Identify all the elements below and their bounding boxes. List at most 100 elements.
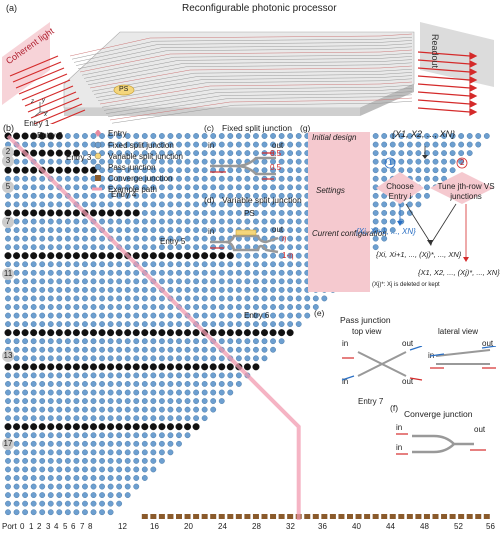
junction-node xyxy=(56,457,63,464)
junction-node xyxy=(167,150,174,156)
initial-design-label: Initial design xyxy=(312,133,357,142)
junction-node xyxy=(167,269,174,276)
junction-node xyxy=(133,338,140,345)
junction-node xyxy=(253,304,259,310)
junction-node xyxy=(22,389,28,396)
junction-node xyxy=(47,466,54,473)
junction-node xyxy=(261,346,268,353)
junction-node xyxy=(261,321,268,328)
junction-node xyxy=(193,192,200,199)
junction-node xyxy=(141,244,148,251)
junction-node xyxy=(47,286,54,293)
junction-node xyxy=(466,133,473,139)
junction-node xyxy=(22,355,28,362)
converge-junction-mark xyxy=(210,514,217,519)
junction-node xyxy=(107,500,114,507)
junction-node xyxy=(55,252,63,260)
junction-node xyxy=(73,312,80,319)
junction-node xyxy=(295,184,302,191)
junction-node xyxy=(269,329,277,337)
junction-node xyxy=(218,372,225,379)
junction-node xyxy=(227,201,234,208)
junction-node xyxy=(133,312,140,319)
junction-node xyxy=(167,192,174,199)
junction-node xyxy=(167,261,174,268)
junction-node xyxy=(90,440,97,447)
junction-node xyxy=(56,261,63,268)
junction-node xyxy=(287,201,294,208)
junction-node xyxy=(116,269,123,276)
junction-node xyxy=(184,278,191,285)
junction-node xyxy=(149,252,157,260)
panel-e-in-top-2: in xyxy=(342,377,349,386)
junction-node xyxy=(13,466,20,473)
junction-node xyxy=(227,167,234,174)
junction-node xyxy=(116,192,123,199)
port-number: 24 xyxy=(218,522,227,531)
junction-node xyxy=(176,440,182,447)
junction-node xyxy=(166,329,174,337)
junction-node xyxy=(227,295,234,302)
junction-node xyxy=(39,261,46,268)
junction-node xyxy=(184,158,191,165)
panel-d-in: in xyxy=(208,227,215,236)
junction-node xyxy=(22,483,28,490)
junction-node xyxy=(64,278,71,285)
junction-node xyxy=(158,363,166,371)
junction-node xyxy=(107,295,114,302)
junction-node xyxy=(22,158,28,165)
junction-node xyxy=(22,321,28,328)
converge-junction-mark xyxy=(252,514,259,519)
junction-node xyxy=(210,372,217,379)
junction-node xyxy=(30,141,37,148)
junction-node xyxy=(381,201,388,208)
junction-node xyxy=(201,321,208,328)
junction-node xyxy=(107,269,114,276)
junction-node xyxy=(158,210,165,216)
junction-node xyxy=(158,244,165,251)
junction-node xyxy=(295,261,302,268)
junction-node xyxy=(253,201,259,208)
junction-node xyxy=(107,227,114,233)
junction-node xyxy=(201,252,209,260)
junction-node xyxy=(82,500,88,507)
port-number: 6 xyxy=(71,522,76,531)
junction-node xyxy=(30,338,37,345)
junction-node xyxy=(372,158,379,165)
junction-node xyxy=(158,133,165,139)
junction-node xyxy=(133,218,140,225)
junction-node xyxy=(39,457,46,464)
junction-node xyxy=(89,252,97,260)
junction-node xyxy=(227,312,234,319)
junction-node xyxy=(287,141,294,148)
junction-node xyxy=(56,509,63,516)
junction-node xyxy=(398,141,405,148)
converge-junction-mark xyxy=(415,514,422,519)
junction-node xyxy=(47,389,54,396)
junction-node xyxy=(56,286,63,293)
junction-node xyxy=(124,141,131,148)
junction-node xyxy=(227,372,234,379)
result-c: {X1, X2, ..., (Xj)*, ..., XN} xyxy=(418,268,500,277)
junction-node xyxy=(30,329,38,337)
junction-node xyxy=(90,500,97,507)
junction-node xyxy=(47,509,54,516)
junction-node xyxy=(201,389,208,396)
junction-node xyxy=(201,167,208,174)
junction-node xyxy=(4,252,12,260)
junction-node xyxy=(64,406,71,413)
junction-node xyxy=(184,338,191,345)
junction-node xyxy=(13,492,20,498)
junction-node xyxy=(107,406,114,413)
junction-node xyxy=(133,304,140,310)
junction-node xyxy=(5,338,11,345)
junction-node xyxy=(124,381,131,387)
junction-node xyxy=(99,278,105,285)
junction-node xyxy=(184,175,191,182)
junction-node xyxy=(193,261,200,268)
junction-node xyxy=(201,372,208,379)
junction-node xyxy=(82,415,88,422)
junction-node xyxy=(176,261,182,268)
junction-node xyxy=(218,269,225,276)
junction-node xyxy=(141,286,148,293)
